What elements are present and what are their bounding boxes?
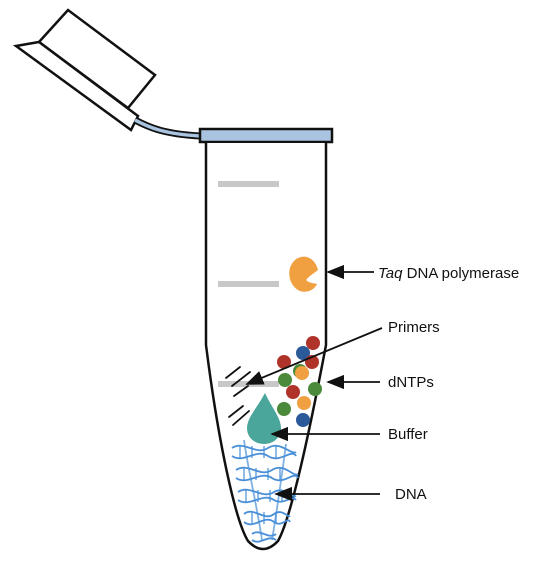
dntp-dot (308, 382, 322, 396)
dntp-dot (296, 413, 310, 427)
label-taq-rest: DNA polymerase (402, 265, 519, 282)
dntp-dot (297, 396, 311, 410)
label-buffer: Buffer (388, 426, 428, 443)
dntp-dot (295, 366, 309, 380)
arrow-primers (245, 327, 383, 385)
label-taq-polymerase: Taq DNA polymerase (378, 265, 519, 282)
label-primers: Primers (388, 319, 440, 336)
label-dntps: dNTPs (388, 374, 434, 391)
dntp-dot (286, 385, 300, 399)
label-dna: DNA (395, 486, 427, 503)
cap-lid-rim (12, 40, 140, 132)
dna-helices (231, 439, 299, 543)
dntps-cluster (277, 336, 322, 427)
tube-outline (204, 143, 328, 551)
tube-cap (12, 8, 201, 140)
dntp-dot (278, 373, 292, 387)
tube-rim (198, 127, 334, 144)
dntp-dot (296, 346, 310, 360)
dntp-dot (277, 355, 291, 369)
dntp-dot (277, 402, 291, 416)
dntp-dot (306, 336, 320, 350)
label-taq-italic: Taq (378, 265, 403, 282)
tube-body (198, 127, 334, 551)
polymerase-icon (289, 256, 318, 292)
